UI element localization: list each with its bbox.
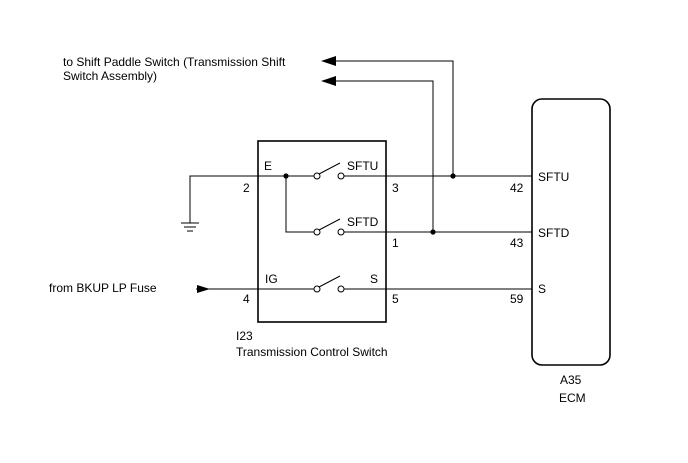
- pin-e: 2: [243, 181, 250, 195]
- control-switch-code: I23: [236, 329, 253, 343]
- wire-ground: [189, 175, 258, 223]
- terminal-s: S: [370, 272, 378, 286]
- switch-sftd-icon: [313, 218, 345, 236]
- ecm-pin-sftd: 43: [510, 236, 524, 250]
- terminal-sftd: SFTD: [347, 215, 379, 229]
- wire-shift-paddle-sftu: [336, 60, 454, 176]
- ecm-terminal-s: S: [538, 282, 546, 296]
- ecm-code: A35: [560, 373, 582, 387]
- junction-dot: [430, 229, 436, 235]
- ecm-terminal-sftu: SFTU: [538, 170, 569, 184]
- ecm-pin-s: 59: [510, 292, 524, 306]
- wire-shift-paddle-sftd: [336, 80, 434, 232]
- switch-s-icon: [313, 275, 345, 293]
- ecm-pin-sftu: 42: [510, 181, 524, 195]
- fuse-label: from BKUP LP Fuse: [49, 281, 157, 295]
- arrow-left-icon: [321, 76, 336, 86]
- pin-s: 5: [392, 292, 399, 306]
- terminal-e: E: [264, 159, 272, 173]
- terminal-sftu: SFTU: [347, 159, 378, 173]
- arrow-right-icon: [197, 285, 210, 293]
- switch-sftu-icon: [313, 162, 345, 180]
- junction-dot: [450, 173, 456, 179]
- control-switch-name: Transmission Control Switch: [236, 345, 388, 359]
- shift-paddle-label-line1: to Shift Paddle Switch (Transmission Shi…: [63, 55, 286, 69]
- ground-icon: [181, 222, 199, 232]
- ecm-terminal-sftd: SFTD: [538, 226, 570, 240]
- pin-ig: 4: [243, 292, 250, 306]
- terminal-ig: IG: [265, 272, 278, 286]
- ecm-name: ECM: [559, 391, 586, 405]
- arrow-left-icon: [321, 56, 336, 66]
- wire-e-to-sftd: [285, 176, 314, 233]
- pin-sftu: 3: [392, 181, 399, 195]
- pin-sftd: 1: [392, 236, 399, 250]
- shift-paddle-label-line2: Switch Assembly): [63, 69, 157, 83]
